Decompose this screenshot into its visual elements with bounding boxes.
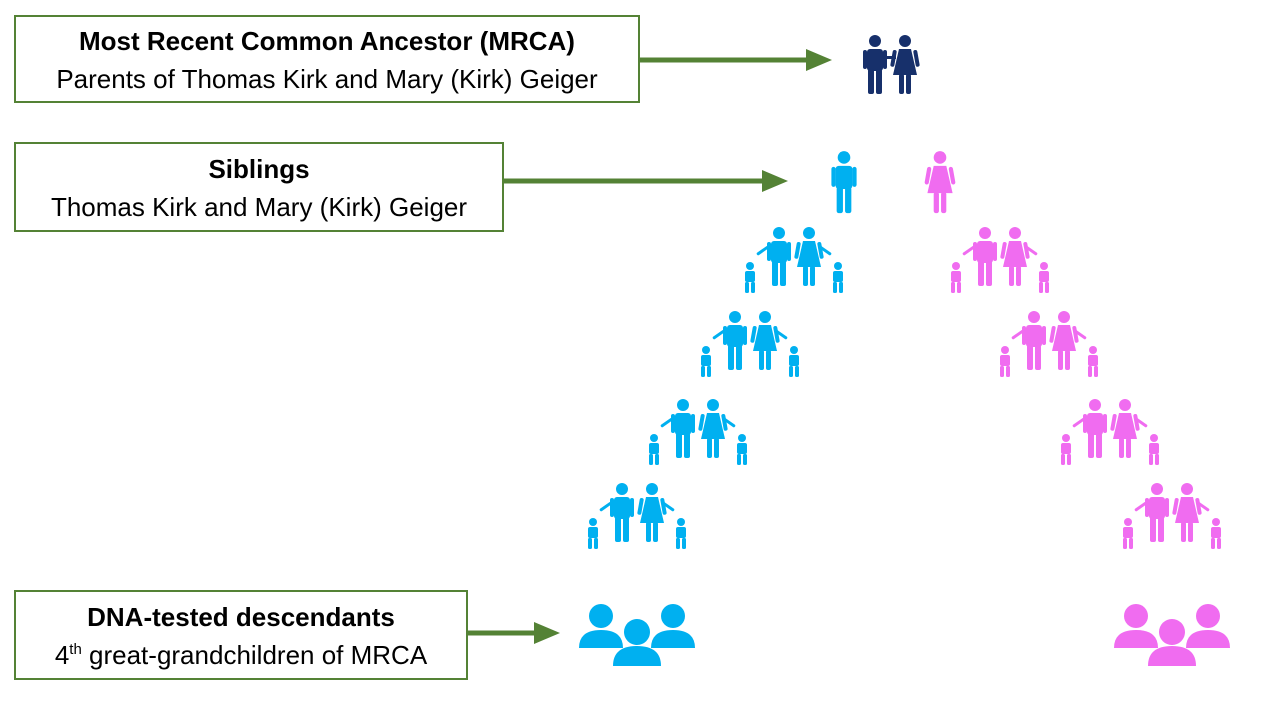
blue-family-icon-gen4 (588, 483, 686, 549)
sibling-woman-icon (924, 151, 956, 214)
blue-family-icon-gen3 (649, 399, 747, 465)
descendants-subtitle-rest: great-grandchildren of MRCA (81, 640, 428, 670)
mrca-subtitle: Parents of Thomas Kirk and Mary (Kirk) G… (56, 64, 598, 94)
descendants-label-box: DNA-tested descendants 4th great-grandch… (14, 590, 468, 680)
descendants-subtitle: 4th great-grandchildren of MRCA (16, 636, 466, 674)
descendants-subtitle-sup: th (69, 641, 82, 658)
descendants-title: DNA-tested descendants (87, 602, 395, 632)
mrca-label-box: Most Recent Common Ancestor (MRCA) Paren… (14, 15, 640, 103)
mrca-couple-icon (863, 35, 920, 94)
pink-family-icon-gen1 (951, 227, 1049, 293)
siblings-subtitle: Thomas Kirk and Mary (Kirk) Geiger (50, 192, 468, 222)
siblings-label-box: Siblings Thomas Kirk and Mary (Kirk) Gei… (14, 142, 504, 232)
pink-family-icon-gen4 (1123, 483, 1221, 549)
siblings-title: Siblings (208, 154, 310, 184)
pink-family-icon-gen3 (1061, 399, 1159, 465)
pink-family-icon-gen2 (1000, 311, 1098, 377)
mrca-title: Most Recent Common Ancestor (MRCA) (79, 26, 575, 56)
pink-people-group-icon (1114, 604, 1230, 666)
sibling-man-icon (831, 151, 857, 214)
descendants-subtitle-num: 4 (54, 640, 70, 670)
blue-family-icon-gen1 (745, 227, 843, 293)
blue-people-group-icon (579, 604, 695, 666)
blue-family-icon-gen2 (701, 311, 799, 377)
